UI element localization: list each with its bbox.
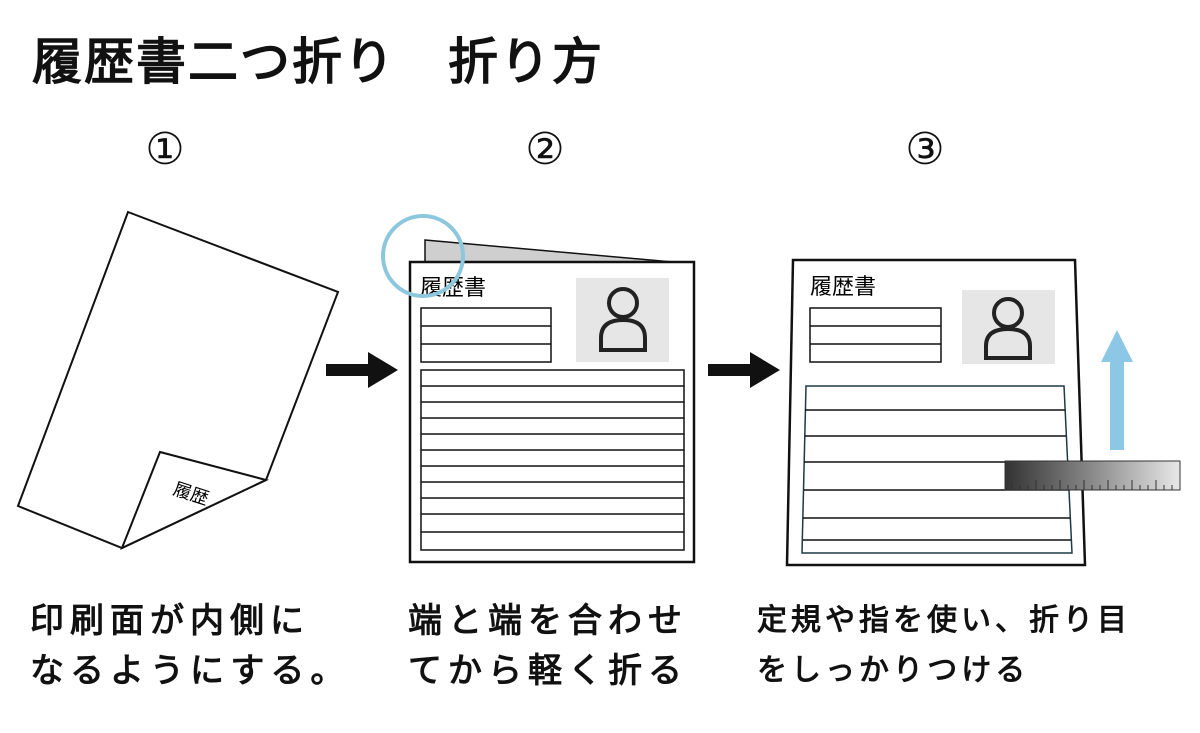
person-icon xyxy=(984,297,1032,360)
photo-box xyxy=(576,278,669,362)
photo-box xyxy=(962,290,1055,364)
step-1-paper: 履歴 xyxy=(16,210,340,550)
step-1-number: ① xyxy=(145,124,185,175)
step-1-caption-line-1: 印刷面が内側に xyxy=(30,601,310,641)
step-2-caption-line-2: てから軽く折る xyxy=(408,651,688,691)
step-3-caption: 定規や指を使い、折り目 をしっかりつける xyxy=(757,596,1131,696)
up-arrow-icon xyxy=(1101,330,1133,450)
info-box xyxy=(420,307,552,363)
step-1-caption: 印刷面が内側に なるようにする。 xyxy=(30,596,350,696)
step-3-number: ③ xyxy=(905,124,945,175)
step-3-resume: 履歴書 xyxy=(785,258,1181,567)
history-table xyxy=(420,369,685,551)
folded-corner xyxy=(120,450,269,550)
step-3-paper-label: 履歴書 xyxy=(810,275,876,300)
step-2-number: ② xyxy=(525,124,565,175)
info-box xyxy=(809,307,942,363)
step-1-caption-line-2: なるようにする。 xyxy=(30,651,351,691)
step-3-caption-line-2: をしっかりつける xyxy=(757,653,1030,688)
right-arrow-icon xyxy=(326,352,398,388)
ruler-icon xyxy=(1004,460,1181,491)
page-title: 履歴書二つ折り 折り方 xyxy=(32,33,604,91)
corner-highlight-circle xyxy=(381,214,465,298)
step-2-resume: 履歴書 xyxy=(381,214,696,564)
person-icon xyxy=(599,287,647,352)
back-sheet xyxy=(424,239,696,265)
step-2-caption: 端と端を合わせ てから軽く折る xyxy=(408,596,688,696)
step-3-caption-line-1: 定規や指を使い、折り目 xyxy=(757,603,1131,638)
step-2-caption-line-1: 端と端を合わせ xyxy=(408,601,688,641)
right-arrow-icon xyxy=(708,352,780,388)
